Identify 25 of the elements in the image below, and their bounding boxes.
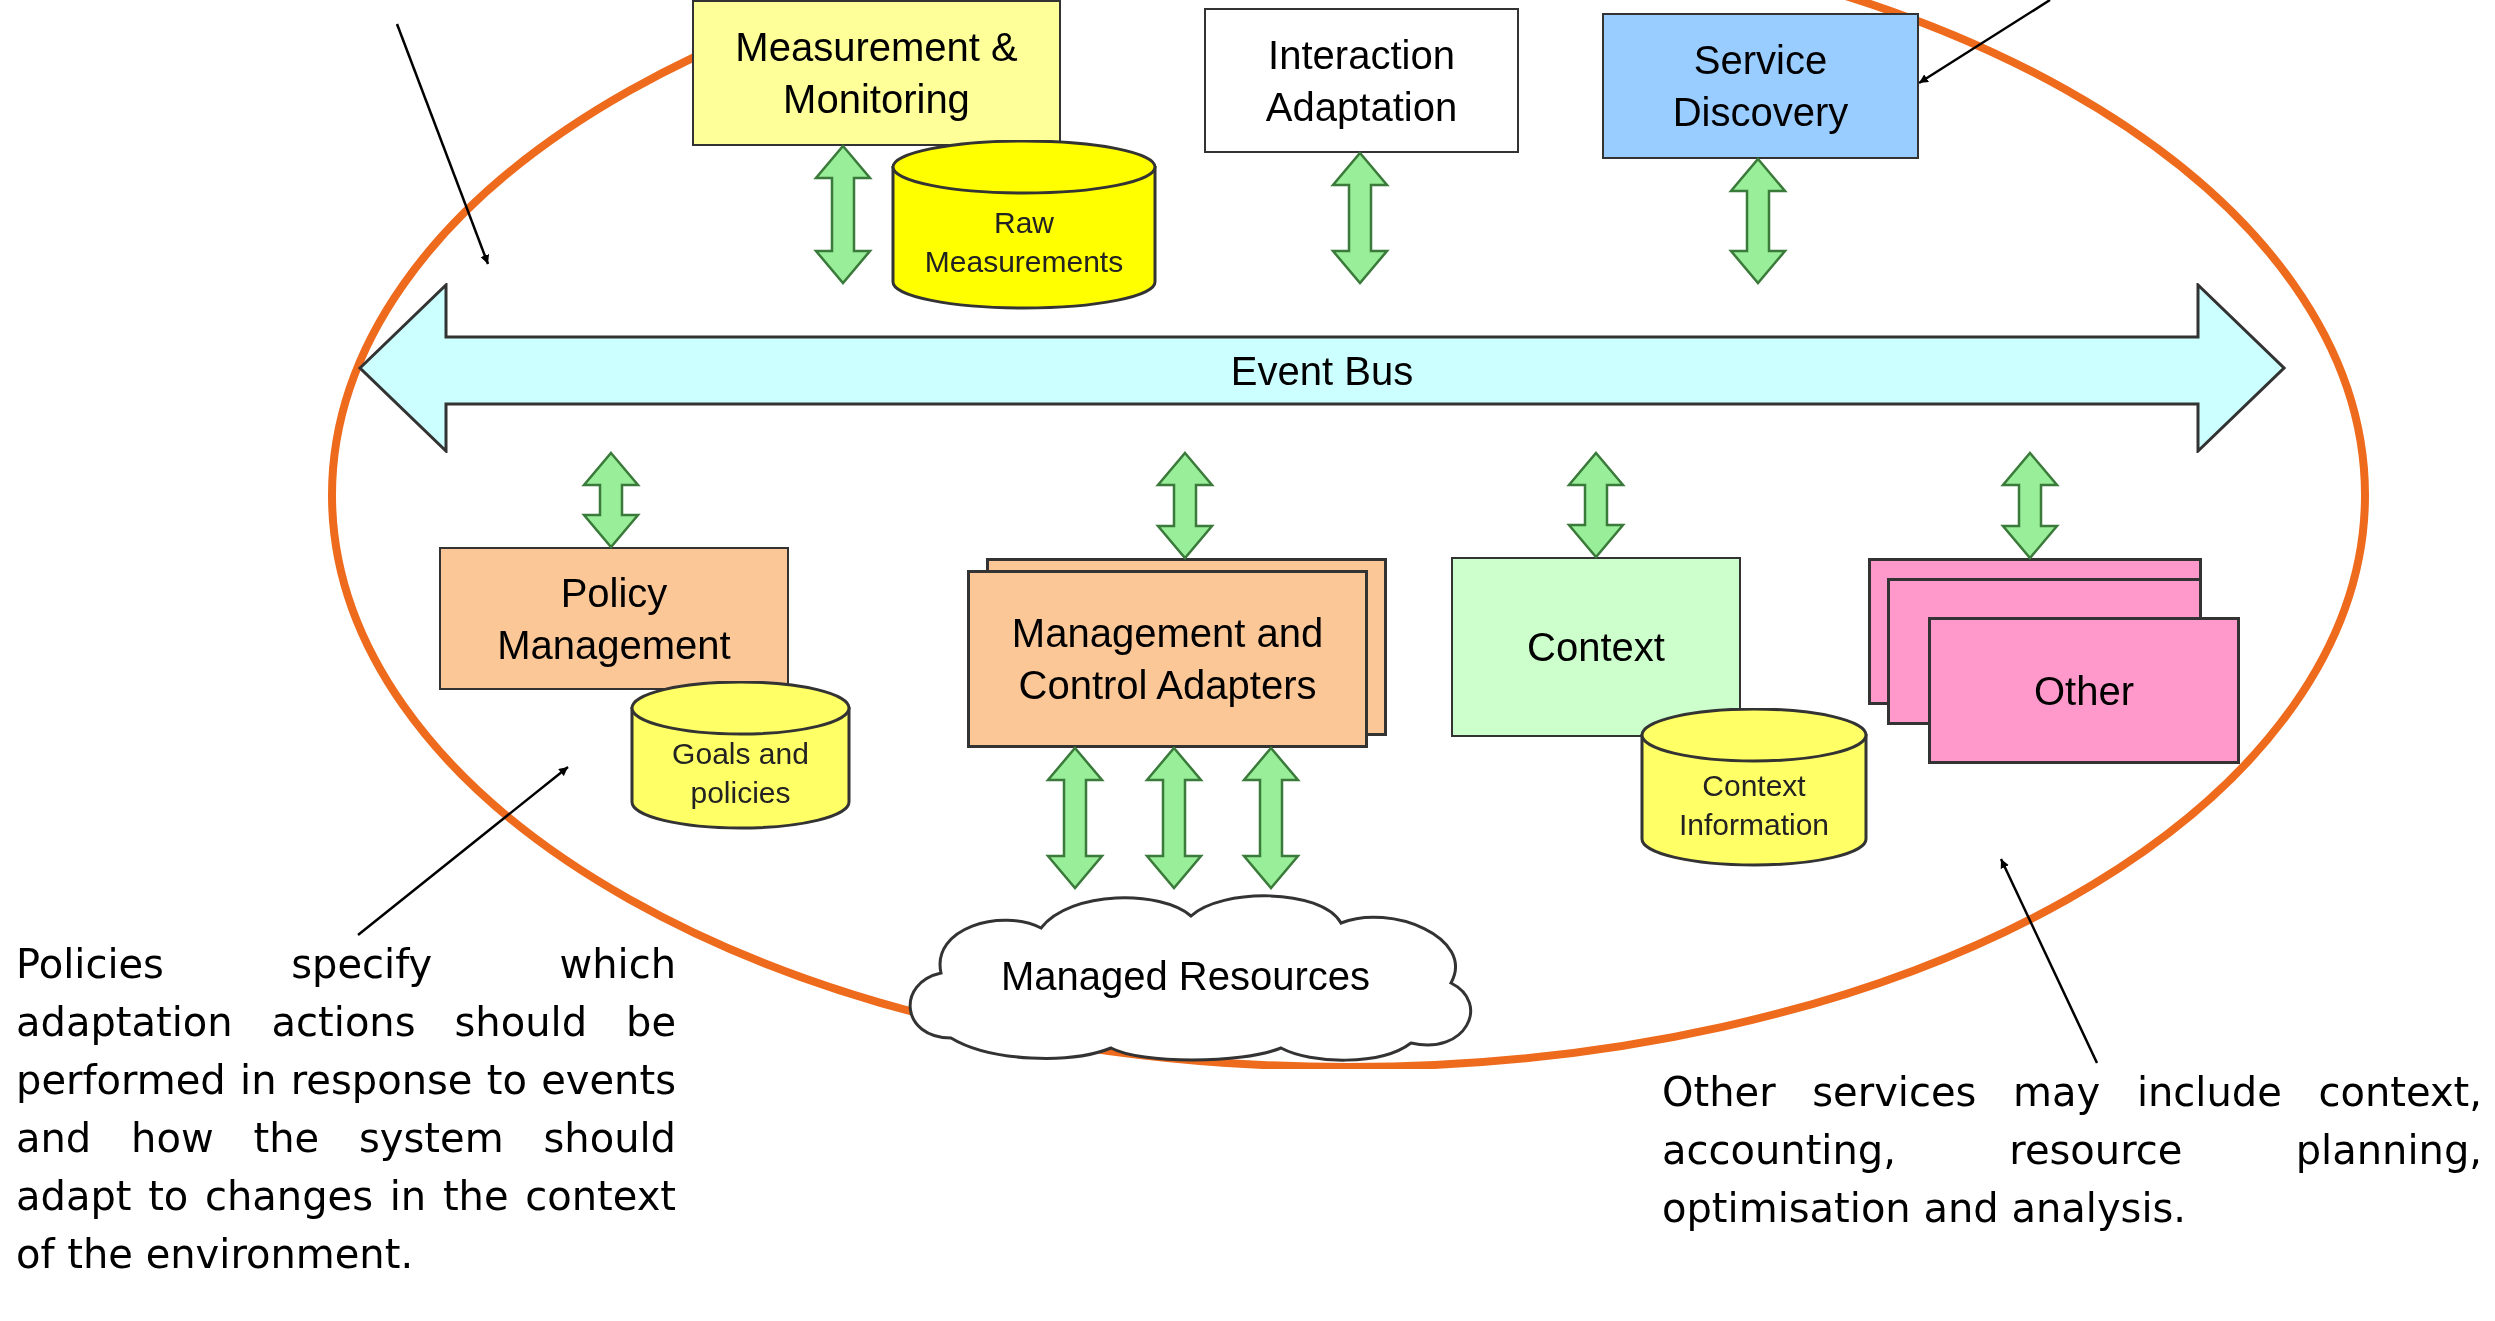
- annotation-text: Policies specify which adaptation actions should be performed in response to events and how the system should adapt to changes in the context of the environment.: [16, 935, 676, 1315]
- database-cylinder: Context Information: [1640, 708, 1868, 867]
- double-arrow: [1155, 451, 1215, 560]
- process-box: Service Discovery: [1602, 13, 1919, 159]
- double-arrow: [1566, 451, 1626, 559]
- annotation-text: Other services may include context, accounting, resource planning, optimisation and analysis.: [1662, 1063, 2482, 1243]
- double-arrow: [1330, 151, 1390, 285]
- leader-line: [395, 23, 490, 265]
- leader-line: [1999, 858, 2099, 1064]
- double-arrow: [1045, 746, 1105, 890]
- process-box: Interaction Adaptation: [1204, 8, 1519, 153]
- process-box: Measurement & Monitoring: [692, 0, 1061, 146]
- double-arrow: [1144, 746, 1204, 890]
- leader-line: [1918, 0, 2051, 85]
- process-box: Context: [1451, 557, 1741, 737]
- database-cylinder: Raw Measurements: [891, 140, 1157, 310]
- double-arrow: [1241, 746, 1301, 890]
- database-cylinder: Goals and policies: [630, 681, 851, 830]
- double-arrow: [2000, 451, 2060, 560]
- double-arrow: [813, 144, 873, 285]
- double-arrow: [581, 451, 641, 549]
- double-arrow: [1728, 157, 1788, 285]
- leader-line: [357, 766, 569, 936]
- event-bus-arrow: Event Bus: [358, 283, 2286, 453]
- process-box: Policy Management: [439, 547, 789, 690]
